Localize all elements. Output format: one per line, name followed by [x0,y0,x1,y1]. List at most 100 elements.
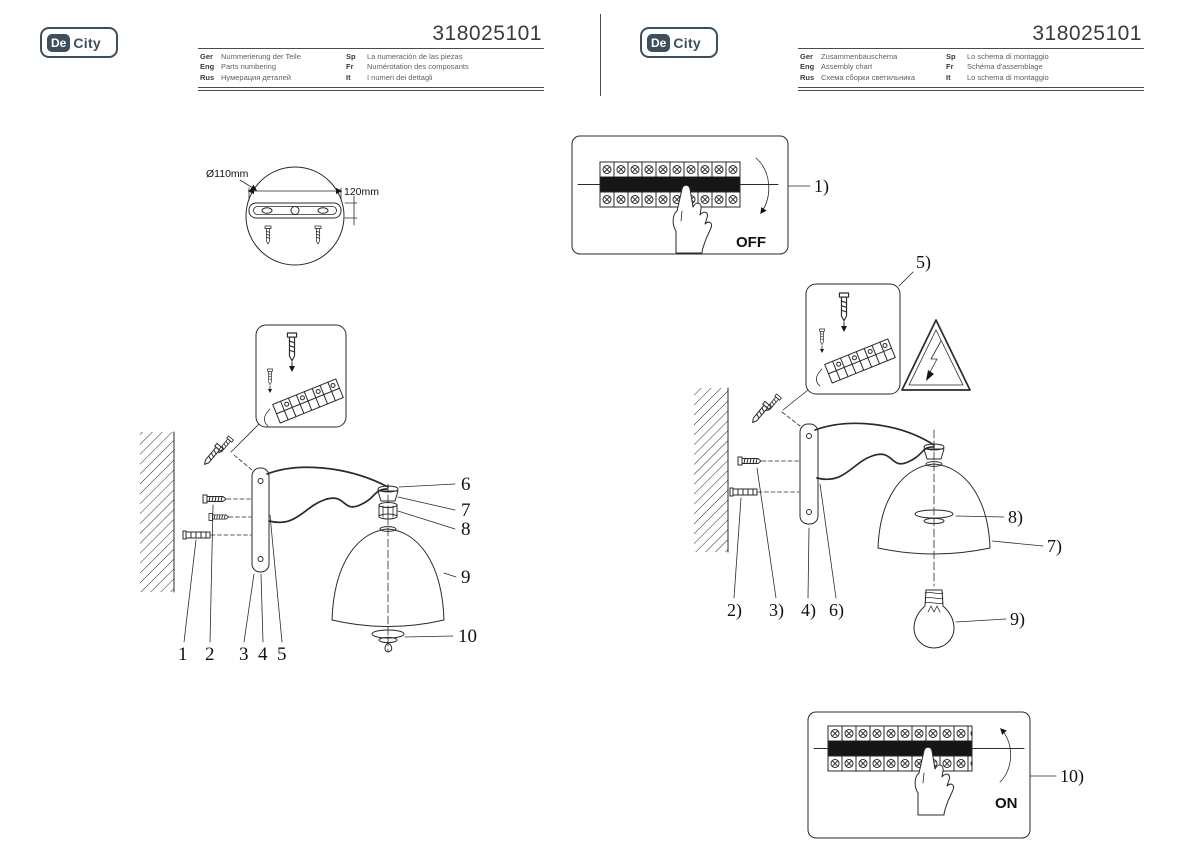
canopy-screw-icon [314,225,322,245]
language-row: Fr Schéma d'assemblage [946,62,1144,72]
language-row: Ger Nummerierung der Teile [200,52,346,62]
step-9-label: 9) [1010,609,1025,630]
part-number-7: 7 [461,500,471,521]
language-code: Ger [800,52,813,61]
language-code: Fr [346,62,354,72]
language-column: Ger Nummerierung der Teile Eng Parts num… [200,52,346,83]
language-label: Lo schema di montaggio [967,72,1049,82]
language-row: Rus Схема сборки светильника [800,73,946,83]
language-table-left: Ger Nummerierung der Teile Eng Parts num… [198,49,544,88]
language-row: Eng Assembly chart [800,62,946,72]
part-number-1: 1 [178,644,188,665]
step-6-label: 6) [829,600,844,621]
part-callouts-left: 6 7 8 9 10 1 2 3 4 5 [178,474,477,665]
language-label: Zusammenbauschema [821,52,898,61]
language-label: Parts numbering [221,62,277,72]
wall-screw-icon [737,456,762,466]
bracket-screw-icon [201,442,224,468]
language-column: Sp La numeración de las piezas Fr Numéro… [346,52,544,83]
logo-de-badge: De [647,33,671,52]
header-main-left: 318025101 Ger Nummerierung der Teile Eng… [198,22,544,92]
step-2-label: 2) [727,600,742,621]
language-row: Rus Нумерация деталей [200,73,346,83]
language-label: Assembly chart [821,62,873,72]
logo-city-text: City [673,34,701,51]
language-label: Схема сборки светильника [821,72,916,82]
language-column: Sp Lo schema di montaggio Fr Schéma d'as… [946,52,1144,83]
mounting-bracket-left [182,435,270,573]
language-row: Fr Numérotation des composants [346,62,544,72]
wiring-detail-inset-left [230,324,347,453]
part-number-4: 4 [258,644,268,665]
part-number-2: 2 [205,644,215,665]
breaker-strip-off [577,161,779,208]
wall-screw-icon [208,513,229,521]
language-code: Eng [800,62,815,72]
language-label: La numeración de las piezas [367,52,463,61]
panel-divider [600,14,601,96]
step-4-label: 4) [801,600,816,621]
wall-anchor-icon [182,530,211,540]
language-label: I numeri dei dettagli [367,72,433,82]
wall-section-left [140,431,175,593]
step-8-label: 8) [1008,507,1023,528]
language-code: Ger [200,52,213,61]
power-on-step: ON 10) [807,711,1084,839]
mounting-bracket-right [729,393,819,525]
part-number-5: 5 [277,644,287,665]
article-number-right: 318025101 [798,22,1144,49]
logo-city-text: City [73,34,101,51]
logo-de-badge: De [47,33,71,52]
off-label: OFF [736,234,766,251]
language-code: It [946,72,951,82]
canopy-top-view: 120mm Ø110mm [206,166,379,266]
step-3-label: 3) [769,600,784,621]
step-5-label: 5) [916,252,931,273]
part-number-3: 3 [239,644,249,665]
language-code: Rus [800,72,815,82]
language-label: Lo schema di montaggio [967,52,1049,61]
step-1-label: 1) [814,176,829,197]
language-row: Ger Zusammenbauschema [800,52,946,62]
step-7-label: 7) [1047,536,1062,557]
language-code: Eng [200,62,215,72]
dim-diameter-label: Ø110mm [206,168,249,180]
language-code: Sp [346,52,356,61]
language-code: Rus [200,72,215,82]
decity-logo: De City [40,27,118,58]
part-number-6: 6 [461,474,471,495]
language-label: Schéma d'assemblage [967,62,1043,72]
right-diagram: OFF 1) 5) [571,135,1084,839]
language-row: Eng Parts numbering [200,62,346,72]
wiring-detail-inset-right: 5) [782,252,931,411]
step-10-label: 10) [1060,766,1084,787]
decity-logo: De City [640,27,718,58]
bottom-rule [798,90,1144,92]
language-row: It Lo schema di montaggio [946,73,1144,83]
wall-section-right [694,387,729,553]
wall-screw-icon [202,494,227,504]
rotate-on-arrow-icon [999,728,1012,783]
language-label: Numérotation des composants [367,62,469,72]
language-row: Sp La numeración de las piezas [346,52,544,62]
step-callouts-bottom: 2) 3) 4) 6) [727,467,844,621]
wall-anchor-icon [729,487,758,497]
wall-lamp-exploded [266,466,445,653]
language-column: Ger Zusammenbauschema Eng Assembly chart… [800,52,946,83]
language-label: Нумерация деталей [221,72,291,82]
left-diagram: 120mm Ø110mm [140,166,477,665]
power-off-step: OFF 1) [571,135,829,255]
bracket-screw-icon [749,400,772,426]
part-number-9: 9 [461,567,471,588]
breaker-strip-on [813,725,1025,772]
article-number-left: 318025101 [198,22,544,49]
language-table-right: Ger Zusammenbauschema Eng Assembly chart… [798,49,1144,88]
language-code: Sp [946,52,956,61]
language-row: It I numeri dei dettagli [346,73,544,83]
canopy-screw-icon [264,225,272,245]
language-code: It [346,72,351,82]
language-code: Fr [946,62,954,72]
header-right: De City 318025101 Ger Zusammenbauschema … [638,20,1144,100]
header-left: De City 318025101 Ger Nummerierung der T… [38,20,544,100]
